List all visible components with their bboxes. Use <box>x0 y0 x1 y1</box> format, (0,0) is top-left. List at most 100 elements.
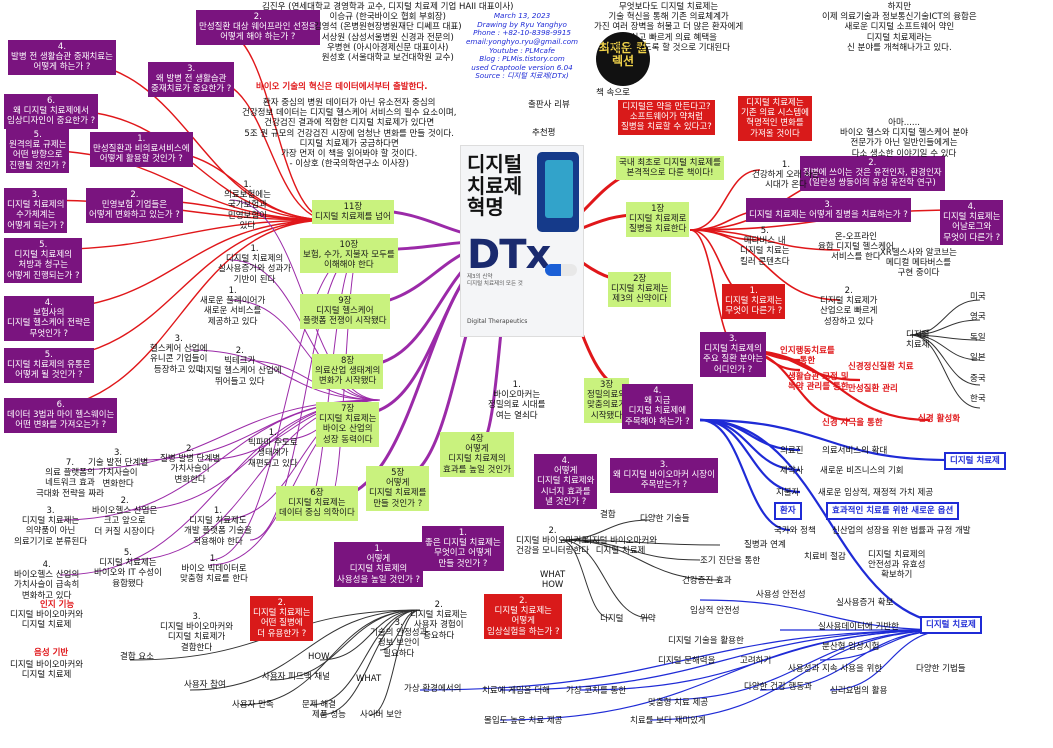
connector-line <box>29 149 331 221</box>
node-n18: 6장 디지털 치료제는 데이터 중심 의학이다 <box>276 486 358 521</box>
node-n53: 2. 빅테크가 디지털 헬스케어 산업에 뛰어들고 있다 <box>198 346 282 387</box>
connector-line <box>699 418 801 494</box>
node-n74: 디지털 치료제 <box>906 330 930 351</box>
connector-line <box>689 229 841 301</box>
connector-line <box>229 299 381 401</box>
connector-line <box>579 629 951 691</box>
node-n36: 1. 어떻게 디지털 치료제의 사용성을 높일 것인가 ? <box>334 542 423 587</box>
node-n56: 2. 질병 발병 단계별 가치사슬이 변화한다 <box>160 444 221 485</box>
node-n123: WHAT <box>356 674 382 684</box>
node-n71: 온-오프라인 융합 디지털 헬스케어 서비스를 한다 <box>818 232 894 263</box>
node-n66: 2. 디지털 치료제는 사용자 경험이 중요하다 <box>410 600 468 641</box>
node-n116: 질병과 연계 <box>744 540 786 550</box>
connector-line <box>909 334 981 386</box>
node-n40: 환자 <box>774 502 802 521</box>
node-n63: 1. 바이오 빅데이터로 맞춤형 치료를 한다 <box>180 554 248 585</box>
node-n38: 2. 디지털 치료제는 어떻게 임상실험을 하는가 ? <box>484 594 563 639</box>
node-n21: 3장 정밀의료와 맞춤의료가 시작됐다 <box>584 378 630 423</box>
node-n91: 새로운 비즈니스의 기회 <box>820 466 904 476</box>
node-n133: 디지털 바이오마커와 디지털 치료제 <box>10 610 84 631</box>
node-n20: 4장 어떻게 디지털 치료제의 효과를 높일 것인가 <box>440 432 514 477</box>
node-n37: 2. 디지털 치료제는 어떤 질병에 더 유용한가 ? <box>250 596 314 641</box>
node-n46: 만성질환 관리 <box>848 384 898 394</box>
node-n14: 10장 보험, 수가, 지불자 모두를 이해해야 한다 <box>300 238 398 273</box>
node-n77: March 13, 2023 Drawing by Ryu Yanghyo Ph… <box>466 11 579 81</box>
node-n85: 책 속으로 <box>596 88 630 98</box>
node-n108: 다양한 건강 행동과 <box>744 682 812 692</box>
node-n90: 의료서비스의 확대 <box>822 446 888 456</box>
node-n13: 11장 디지털 치료제를 넘어 <box>312 200 394 225</box>
node-n69: 1. 건강하게 오래 사는 시대가 온다 <box>752 160 820 191</box>
connector-line <box>909 299 981 336</box>
node-n7: 3. 디지털 치료제의 수가체계는 어떻게 되는가 ? <box>4 188 68 233</box>
connector-line <box>229 259 381 401</box>
connector-line <box>499 629 951 691</box>
node-n97: 실사용증거 확보 <box>836 598 894 608</box>
connector-line <box>559 539 701 561</box>
node-n5: 1. 만성질환과 비의료서비스에 어떻게 활용할 것인가 ? <box>90 132 193 167</box>
connector-line <box>909 334 981 409</box>
node-n105: 치료에 게임을 더해 <box>482 686 550 696</box>
connector-line <box>739 348 931 422</box>
node-n78: 무엇보다도 디지털 치료제는 기술 혁신을 통해 기존 의료체계가 가진 여러 … <box>594 2 744 53</box>
node-n87: 제약사 <box>780 466 804 476</box>
book-tagline: 제3의 신약 디지털 치료제의 모든 것 <box>467 274 523 288</box>
connector-line <box>189 349 381 401</box>
node-n96: 사용성 안전성 <box>756 590 806 600</box>
node-n80: 아마...... 바이오 헬스와 디지털 헬스케어 분야 전문가가 아닌 일반인… <box>840 118 969 159</box>
node-n3: 3. 왜 발병 전 생활습관 중재치료가 중요한가 ? <box>148 62 235 97</box>
node-n52: 3. 헬스케어 산업에 유니콘 기업들이 등장하고 있다 <box>150 334 208 375</box>
connector-line <box>649 629 951 721</box>
connector-line <box>419 629 951 691</box>
node-n19: 5장 어떻게 디지털 치료제를 만들 것인가 ? <box>366 466 430 511</box>
node-n27: 2. 질병에 쓰이는 것은 유전인자, 환경인자 (일란성 쌍둥이의 유성 유전… <box>800 156 945 191</box>
node-n17: 7장 디지털 치료제는 바이오 산업의 성장 동력이다 <box>316 402 380 447</box>
node-n93: 신산업의 성장을 위한 법률과 규정 개발 <box>832 526 971 536</box>
node-n22: 2장 디지털 치료제는 제3의 신약이다 <box>608 272 672 307</box>
node-n16: 8장 의료산업 생태계의 변화가 시작됐다 <box>312 354 384 389</box>
connector-line <box>689 169 761 231</box>
connector-line <box>369 609 421 716</box>
node-n39: 디지털 치료제 <box>944 452 1006 471</box>
node-n64: 3. 디지털 바이오마커와 디지털 치료제가 결합한다 <box>160 612 234 653</box>
capsule-icon <box>545 264 577 276</box>
node-n88: 지불자 <box>776 488 800 498</box>
node-n4: 6. 왜 디지털 치료제에서 임상디자인이 중요한가 ? <box>4 94 99 129</box>
node-n82: 바이오 기술의 혁신은 데이터에서부터 출발한다. <box>256 82 428 92</box>
node-n55: 3. 기술 발전 단계별 가치사슬이 변화한다 <box>88 448 149 489</box>
node-n135: 디지털 바이오마커와 디지털 치료제 <box>10 660 84 681</box>
node-n83: 출판사 리뷰 <box>528 100 570 110</box>
node-n72: 2. 디지털 치료제가 산업으로 빠르게 성장하고 있다 <box>820 286 878 327</box>
node-n44: 생활습관 교정 및 복약 관리를 통한 <box>788 372 849 393</box>
node-n49: 1. 의료보험에는 국가보험과 민영보험이 있다 <box>224 180 271 231</box>
node-n59: 2. 바이오헬스 산업은 크고 앞으로 더 커질 시장이다 <box>92 496 158 537</box>
node-n127: 문제 해결 <box>302 700 336 710</box>
connector-line <box>759 629 951 691</box>
node-n130: 사용자 참여 <box>184 680 226 690</box>
node-n31: 3. 디지털 치료제의 주요 질환 분야는 어디인가 ? <box>700 332 767 377</box>
node-n89: 국가와 정책 <box>774 526 816 536</box>
node-n57: 7. 의료 플랫폼의 네트워크 효과 극대화 전략을 짜라 <box>36 458 104 499</box>
node-n23: 1장 디지털 치료제로 질병을 치료한다 <box>626 202 690 237</box>
node-n15: 9장 디지털 헬스케어 플랫폼 전쟁이 시작됐다 <box>300 294 390 329</box>
node-n8: 2. 민영보험 기업들은 어떻게 변화하고 있는가 ? <box>86 188 183 223</box>
node-n112: 디지털 기술을 활용한 <box>668 636 744 646</box>
node-n32: 4. 왜 지금 디지털 치료제에 주목해야 하는가 ? <box>622 384 693 429</box>
node-n121: 위약 <box>640 614 656 624</box>
node-n106: 가상 코치를 통한 <box>566 686 627 696</box>
node-n12: 6. 데이터 3법과 마이 헬스웨이는 어떤 변화를 가져오는가 ? <box>4 398 118 433</box>
node-n25: 디지털은 약을 만든다고? 소프트웨어가 약처럼 질병을 치료할 수 있다고? <box>618 100 715 135</box>
node-n101: 심리요법의 활용 <box>830 686 888 696</box>
node-n51: 1. 새로운 플레이어가 새로운 서비스를 제공하고 있다 <box>200 286 266 327</box>
node-n118: 다양한 기술들 <box>640 514 690 524</box>
node-n30: 1. 디지털 치료제는 무엇이 다른가 ? <box>722 284 786 319</box>
node-n68: 2. 디지털 바이오마커로 건강을 모니터링한다 <box>516 526 590 557</box>
node-n24: 국내 최초로 디지털 치료제를 본격적으로 다룬 책이다! <box>616 156 724 181</box>
node-n114: 건강증진 효과 <box>682 576 732 586</box>
node-n73: XR헬스사와 알코브는 메디컬 메타버스를 구현 중이다 <box>880 248 957 279</box>
node-n2: 4. 발병 전 생활습관 중재치료는 어떻게 하는가 ? <box>8 40 116 75</box>
node-n11: 5. 디지털 치료제의 유통은 어떻게 될 것인가 ? <box>4 348 94 383</box>
node-n86: 의료진 <box>780 446 804 456</box>
node-n45: 신경정신질환 치료 <box>848 362 914 372</box>
node-n104: 몰입도 높은 치료 제공 <box>484 716 563 726</box>
